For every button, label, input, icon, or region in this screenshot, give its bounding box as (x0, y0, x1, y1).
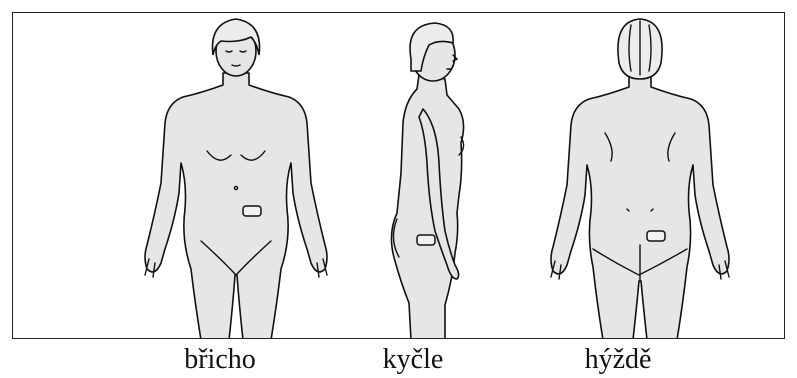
label-hip: kyčle (333, 345, 493, 375)
injection-site-buttock (647, 231, 665, 241)
injection-site-abdomen (243, 206, 261, 216)
illustration-frame (12, 12, 785, 339)
front-body-figure (131, 13, 341, 339)
label-abdomen: břicho (140, 345, 300, 375)
side-body-figure (375, 13, 495, 339)
back-body-figure (535, 13, 745, 339)
injection-site-hip (417, 235, 435, 245)
label-buttock: hýždě (538, 345, 698, 375)
view-labels: břicho kyčle hýždě (0, 343, 797, 378)
